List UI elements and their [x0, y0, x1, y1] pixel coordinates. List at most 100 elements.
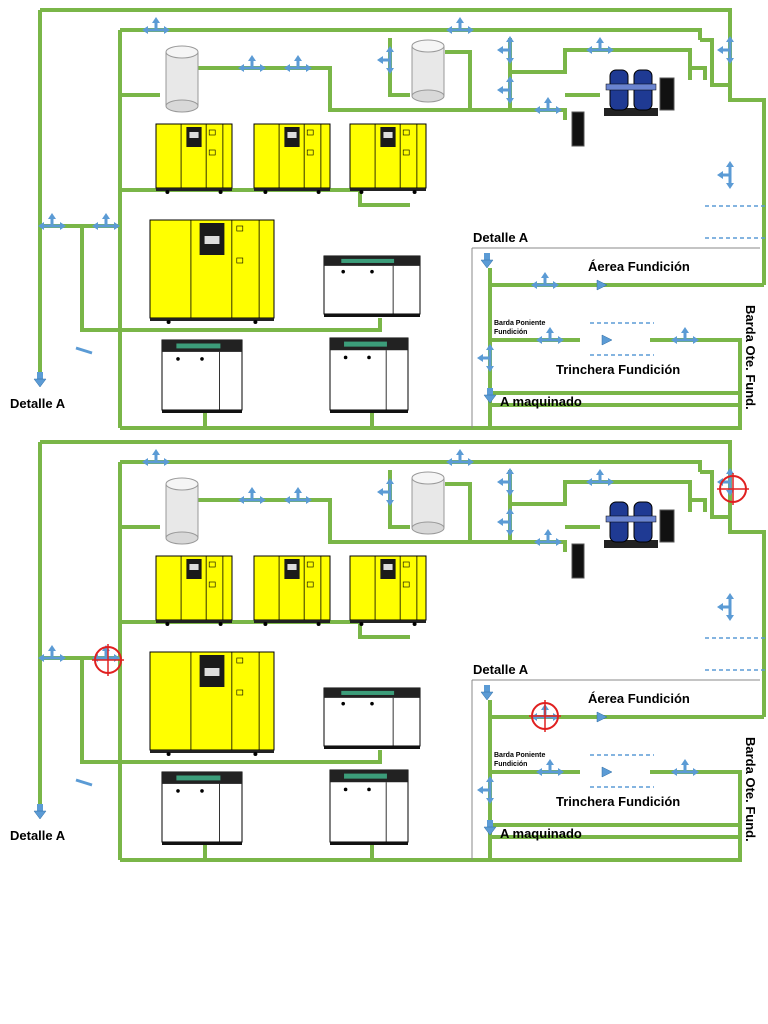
- arrow-icon: [142, 458, 148, 466]
- arrow-icon: [33, 378, 47, 388]
- arrow-icon: [506, 490, 514, 496]
- arrow-icon: [497, 46, 503, 54]
- valve-icon: [529, 700, 561, 732]
- arrow-icon: [671, 768, 677, 776]
- pipe-segment: [388, 470, 410, 529]
- arrow-icon: [726, 593, 734, 599]
- arrow-icon: [541, 272, 549, 278]
- barda-poniente-fundicion-label: Fundición: [494, 329, 527, 336]
- compressor-icon: [323, 255, 421, 317]
- barda-poniente-label: Barda Poniente: [494, 752, 545, 759]
- arrow-icon: [238, 496, 244, 504]
- arrow-icon: [33, 810, 47, 820]
- filter-icon: [659, 509, 675, 543]
- arrow-icon: [486, 798, 494, 804]
- pipe-segment: [688, 66, 707, 80]
- arrow-icon: [248, 55, 256, 61]
- arrow-icon: [553, 281, 559, 289]
- tank-icon: [165, 477, 199, 545]
- pipe-segment: [198, 66, 505, 112]
- pipe-segment: [158, 620, 410, 639]
- arrow-icon: [480, 691, 494, 701]
- arrow-icon: [37, 372, 43, 380]
- arrow-icon: [386, 68, 394, 74]
- arrow-icon: [531, 713, 537, 721]
- pipe-segment: [510, 48, 692, 80]
- arrow-icon: [114, 222, 120, 230]
- arrow-icon: [558, 768, 564, 776]
- arrow-icon: [480, 259, 494, 269]
- tank-icon: [411, 39, 445, 103]
- trinchera-fundicion-label: Trinchera Fundición: [556, 362, 680, 377]
- a-maquinado-label: A maquinado: [500, 394, 582, 409]
- pipe-segment: [700, 38, 730, 87]
- barda-ote-fund-label: Barda Ote. Fund.: [743, 737, 758, 842]
- arrow-icon: [726, 490, 734, 496]
- dryer-icon: [604, 501, 658, 548]
- arrow-icon: [483, 826, 497, 836]
- arrow-icon: [164, 458, 170, 466]
- arrow-icon: [586, 46, 592, 54]
- detalle-a-left-label: Detalle A: [10, 828, 66, 843]
- compressor-icon: [323, 687, 421, 749]
- detalle-a-box-label: Detalle A: [473, 662, 529, 677]
- area-fundicion-label: Áerea Fundición: [588, 691, 690, 706]
- compressor-icon: [253, 123, 331, 194]
- pipe-segment: [120, 750, 382, 764]
- arrow-icon: [726, 183, 734, 189]
- arrow-icon: [294, 487, 302, 493]
- arrow-icon: [248, 487, 256, 493]
- arrow-icon: [152, 17, 160, 23]
- arrow-icon: [596, 469, 604, 475]
- arrow-icon: [468, 458, 474, 466]
- arrow-icon: [386, 500, 394, 506]
- arrow-icon: [506, 468, 514, 474]
- arrow-icon: [726, 161, 734, 167]
- arrow-icon: [152, 449, 160, 455]
- arrow-icon: [238, 64, 244, 72]
- arrow-icon: [75, 778, 93, 787]
- pipe-segment: [198, 498, 505, 544]
- arrow-icon: [306, 64, 312, 72]
- arrow-group: [33, 17, 734, 404]
- compressor-icon: [149, 651, 275, 756]
- arrow-icon: [726, 615, 734, 621]
- arrow-icon: [693, 768, 699, 776]
- dashed-lines: [590, 637, 768, 788]
- tank-icon: [411, 471, 445, 535]
- arrow-icon: [260, 64, 266, 72]
- barda-poniente-label: Barda Poniente: [494, 320, 545, 327]
- arrow-icon: [544, 529, 552, 535]
- arrow-icon: [38, 222, 44, 230]
- pipe-segment: [80, 226, 120, 332]
- detail-box-border: [471, 679, 760, 860]
- arrow-icon: [483, 394, 497, 404]
- pipe-segment: [120, 28, 702, 40]
- arrow-icon: [506, 58, 514, 64]
- arrow-group: [33, 449, 734, 836]
- arrow-icon: [484, 253, 490, 261]
- arrow-icon: [546, 759, 554, 765]
- arrow-icon: [486, 344, 494, 350]
- pipe-segment: [80, 658, 120, 764]
- arrow-icon: [531, 281, 537, 289]
- pipe-segment: [688, 498, 707, 512]
- arrow-icon: [386, 46, 394, 52]
- compressor-icon: [161, 339, 243, 413]
- arrow-icon: [284, 64, 290, 72]
- arrow-icon: [102, 213, 110, 219]
- arrow-icon: [726, 468, 734, 474]
- arrow-icon: [608, 478, 614, 486]
- compressor-icon: [155, 123, 233, 194]
- arrow-icon: [75, 346, 93, 355]
- arrow-icon: [456, 17, 464, 23]
- arrow-icon: [717, 603, 723, 611]
- arrow-icon: [536, 336, 542, 344]
- valve-icon: [92, 644, 124, 676]
- arrow-icon: [497, 86, 503, 94]
- arrow-icon: [506, 76, 514, 82]
- pipe-segment: [445, 482, 472, 542]
- arrow-icon: [726, 36, 734, 42]
- dryer-icon: [604, 69, 658, 116]
